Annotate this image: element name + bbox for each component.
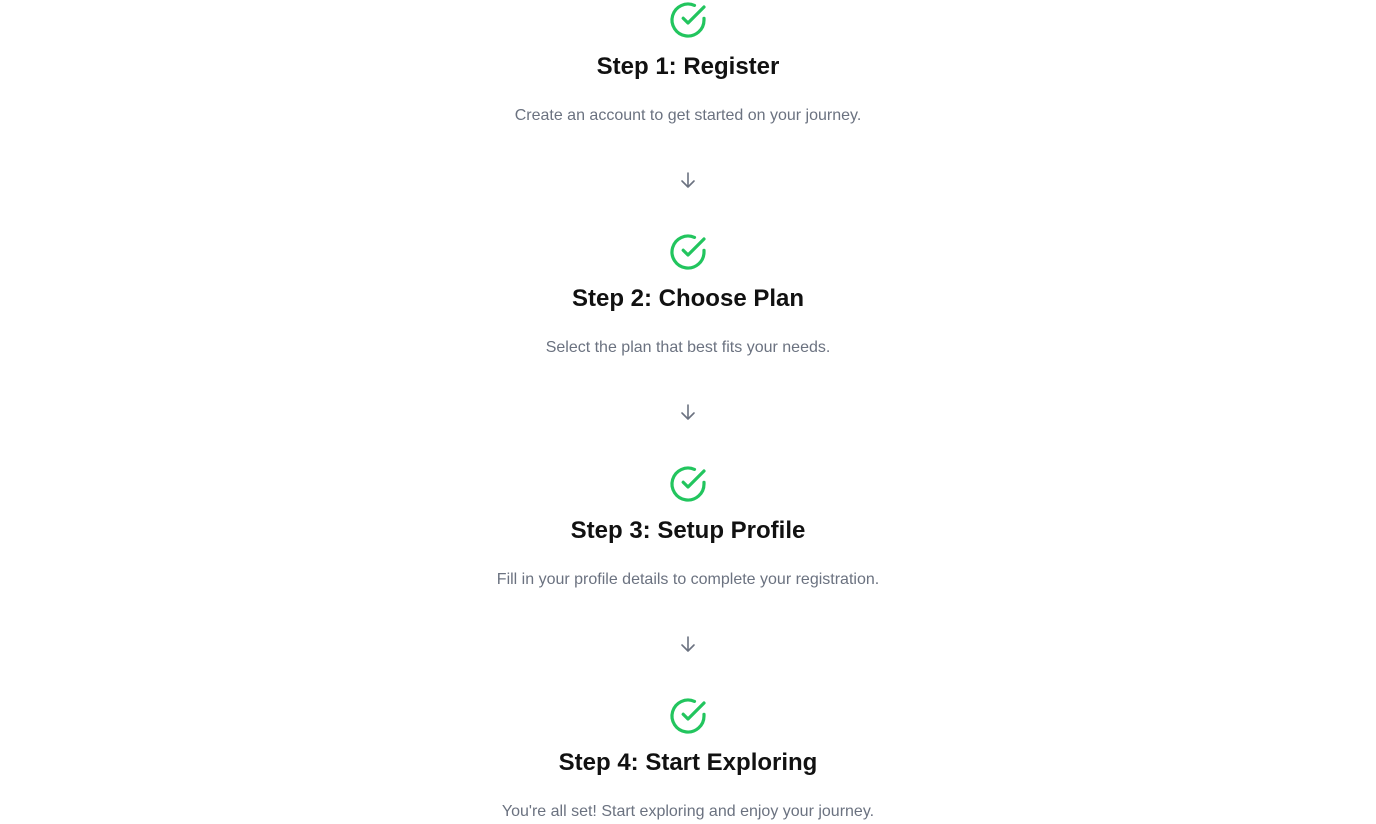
step-4: Step 4: Start Exploring You're all set! … [0, 696, 1376, 824]
step-3: Step 3: Setup Profile Fill in your profi… [0, 464, 1376, 604]
step-title: Step 4: Start Exploring [558, 749, 818, 776]
check-circle-icon [668, 696, 708, 736]
step-2: Step 2: Choose Plan Select the plan that… [0, 232, 1376, 372]
arrow-down-icon [678, 634, 698, 654]
check-circle-icon [668, 464, 708, 504]
arrow-down-icon [678, 170, 698, 190]
step-1: Step 1: Register Create an account to ge… [0, 0, 1376, 140]
step-description: You're all set! Start exploring and enjo… [501, 803, 875, 820]
arrow-down-icon [678, 402, 698, 422]
step-description: Select the plan that best fits your need… [545, 339, 831, 356]
check-circle-icon [668, 0, 708, 40]
step-title: Step 3: Setup Profile [570, 517, 806, 544]
step-title: Step 1: Register [596, 53, 780, 80]
check-circle-icon [668, 232, 708, 272]
step-title: Step 2: Choose Plan [571, 285, 805, 312]
step-description: Create an account to get started on your… [514, 107, 862, 124]
step-description: Fill in your profile details to complete… [496, 571, 880, 588]
